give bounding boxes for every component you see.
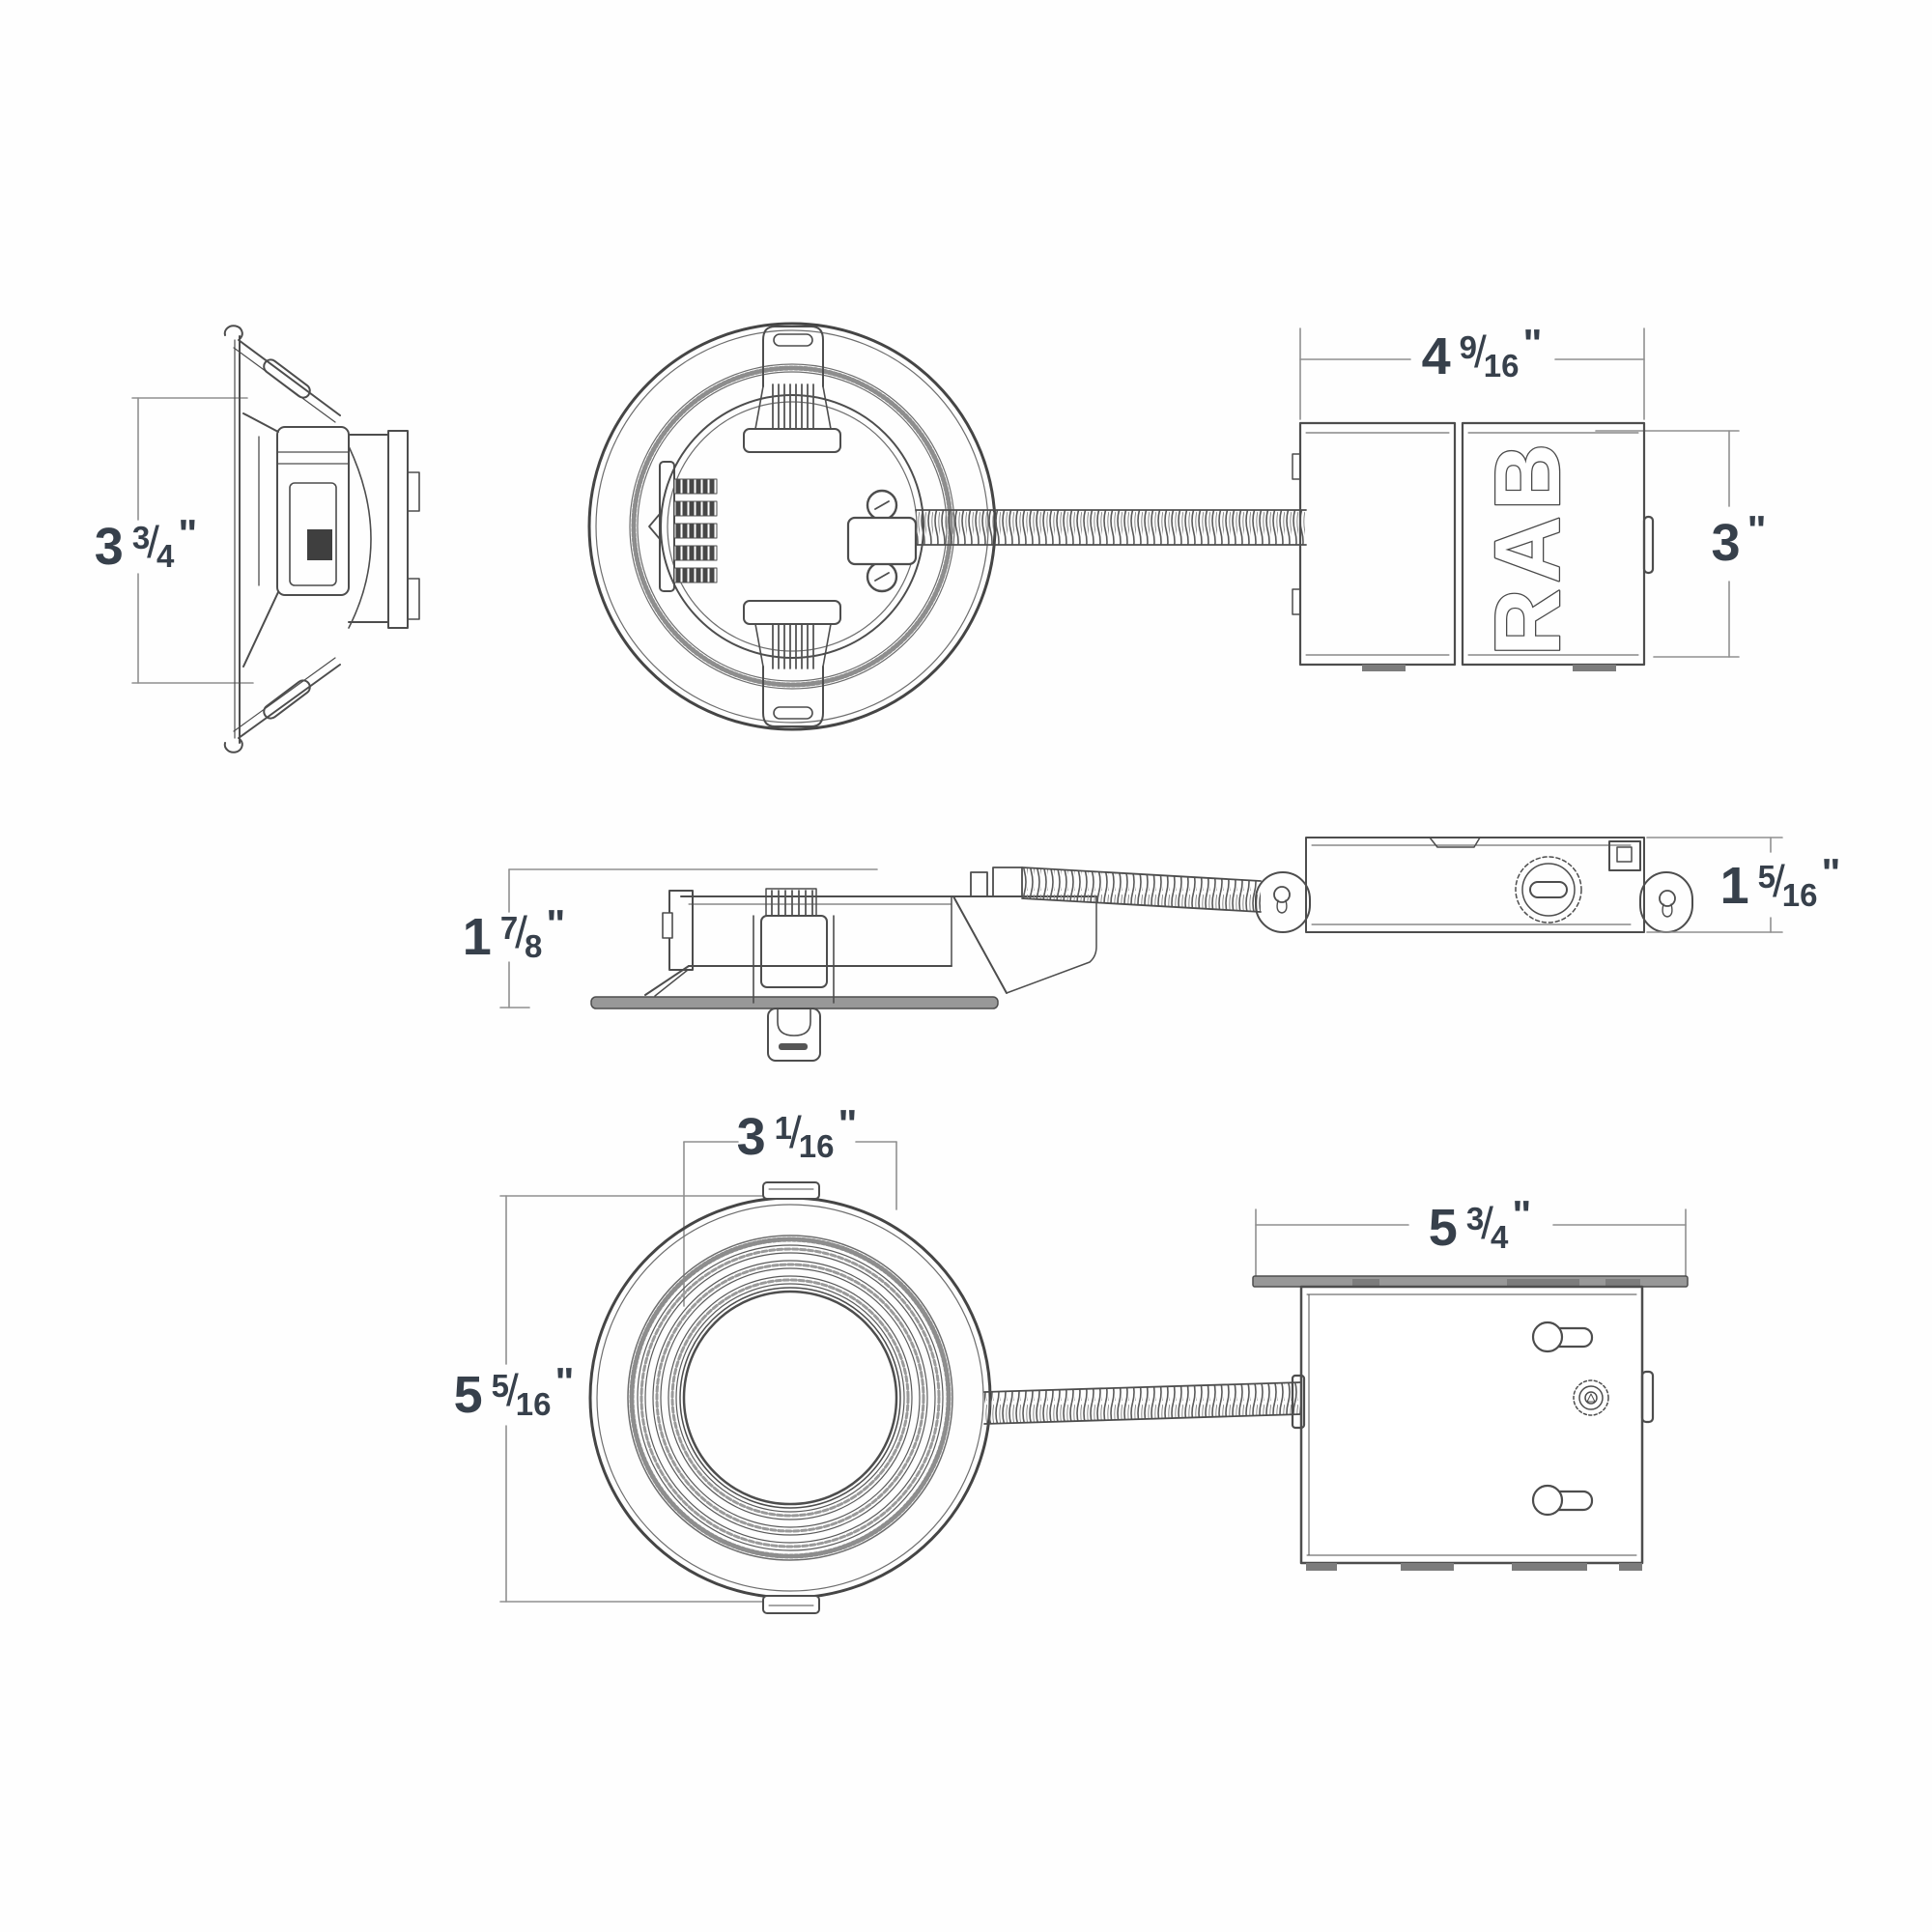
dim-lines-box-height	[1595, 430, 1740, 658]
dim-lines-driver-height	[1646, 837, 1783, 933]
trim-face	[588, 1181, 992, 1614]
dim-lines-aperture	[683, 1141, 897, 1307]
dim-value: 5	[453, 1366, 483, 1424]
trim-profile	[590, 867, 1097, 1062]
braided-cable	[1021, 867, 1262, 913]
spring-clip-profile-icon	[753, 888, 835, 1062]
braided-cable	[983, 1381, 1302, 1425]
view-driver-box-side: RAB	[1292, 327, 1740, 671]
dim-value: 5	[1428, 1199, 1458, 1257]
dim-value: 3	[1711, 514, 1741, 572]
view-profile	[499, 837, 1783, 1062]
view-driver-box-top	[983, 1208, 1689, 1571]
view-trim-side	[131, 325, 420, 753]
dim-lines-box-width	[1299, 327, 1645, 420]
spring-clip-icon	[743, 326, 841, 453]
baffle-texture	[639, 1247, 941, 1548]
cable-clamp-icon	[846, 489, 918, 593]
keyhole-slot-icon	[1531, 1321, 1594, 1517]
dim-lines-driver-length	[1255, 1208, 1687, 1278]
rab-logo: RAB	[1476, 438, 1579, 656]
dim-box-height: 3"	[1711, 507, 1767, 572]
torsion-springs-icon	[223, 325, 341, 753]
view-trim-front	[499, 1141, 992, 1614]
dim-lines-trim-depth	[131, 397, 254, 684]
dim-lines-recess-height	[499, 868, 878, 1009]
baffle-ribs	[637, 1244, 944, 1551]
view-trim-rear	[587, 322, 1307, 731]
dim-value: 4	[1421, 327, 1451, 385]
connector-icon	[648, 461, 718, 592]
driver-box-profile	[1255, 837, 1693, 933]
braided-cable	[915, 509, 1307, 546]
dim-lines-overall-diameter	[499, 1195, 766, 1603]
dim-value: 1	[462, 908, 492, 966]
dim-value: 3	[736, 1108, 766, 1166]
dim-value: 1	[1719, 857, 1749, 915]
trim-housing-side	[276, 426, 420, 629]
knockout-icon	[1573, 1379, 1609, 1416]
dim-value: 3	[94, 518, 124, 576]
